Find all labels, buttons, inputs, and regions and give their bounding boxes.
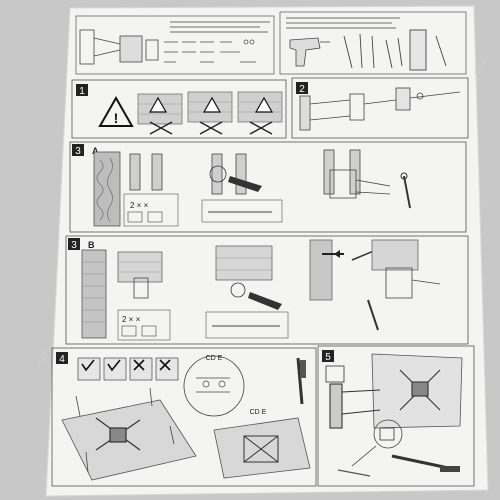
mount-arm-drawing <box>329 369 441 429</box>
cde-label-2: CD E <box>250 409 267 416</box>
tools-header <box>279 11 467 75</box>
arm-assembly-drawing <box>299 87 461 131</box>
pencil-icon <box>435 35 447 67</box>
step-3b-quantity: 2 × × <box>122 315 141 324</box>
two-person-icon <box>325 365 345 383</box>
step-1-panel: 1 ! <box>71 79 287 139</box>
brick-column-drawing <box>81 249 107 339</box>
tv-back-drawing <box>61 399 197 481</box>
parts-list-header <box>75 15 275 75</box>
drill-icon <box>248 292 282 310</box>
vesa-plate-drawing <box>95 417 141 451</box>
check-icon <box>81 359 95 372</box>
electric-warning-icon <box>202 96 222 113</box>
cde-label-1: CD E <box>206 355 223 362</box>
step-3a-number: 3 <box>75 146 81 157</box>
level-icon <box>371 35 375 69</box>
step-3a-letter: A <box>92 146 99 156</box>
gas-warning-icon <box>254 96 274 113</box>
wrench-icon <box>367 299 379 331</box>
screwdriver-icon <box>343 35 353 69</box>
check-icon <box>107 359 121 372</box>
water-warning-icon <box>148 96 168 113</box>
step-3b-number: 3 <box>71 240 77 251</box>
step-3b-letter: B <box>88 240 95 250</box>
step-5-panel: 5 <box>317 345 475 487</box>
wrench-icon <box>403 175 411 209</box>
step-4-panel: 4 CD E <box>51 347 317 487</box>
step-3a-quantity: 2 × × <box>130 201 149 210</box>
step-4-number: 4 <box>59 354 65 365</box>
step-3a-panel: 3 A 2 × × <box>69 141 467 233</box>
cross-icon <box>133 359 145 371</box>
cross-icon <box>159 359 171 371</box>
warning-icon <box>98 95 134 127</box>
step-2-panel: 2 <box>291 77 469 139</box>
drill-icon <box>289 37 330 67</box>
drill-icon <box>228 176 262 192</box>
screwdriver-icon <box>296 357 304 405</box>
magnifier-circle <box>373 419 403 449</box>
hammer-icon <box>397 37 403 67</box>
step-1-number: 1 <box>79 86 85 97</box>
svg-text:!: ! <box>114 110 119 126</box>
step-2-number: 2 <box>299 84 305 95</box>
wrench-icon <box>385 39 393 69</box>
bracket-drawing <box>79 29 159 65</box>
step-5-number: 5 <box>325 352 331 363</box>
step-3b-panel: 3 B 2 × × <box>65 235 469 345</box>
magnifier-circle <box>183 355 245 417</box>
screwdriver-icon <box>359 33 363 69</box>
wood-beam-drawing <box>93 151 121 227</box>
